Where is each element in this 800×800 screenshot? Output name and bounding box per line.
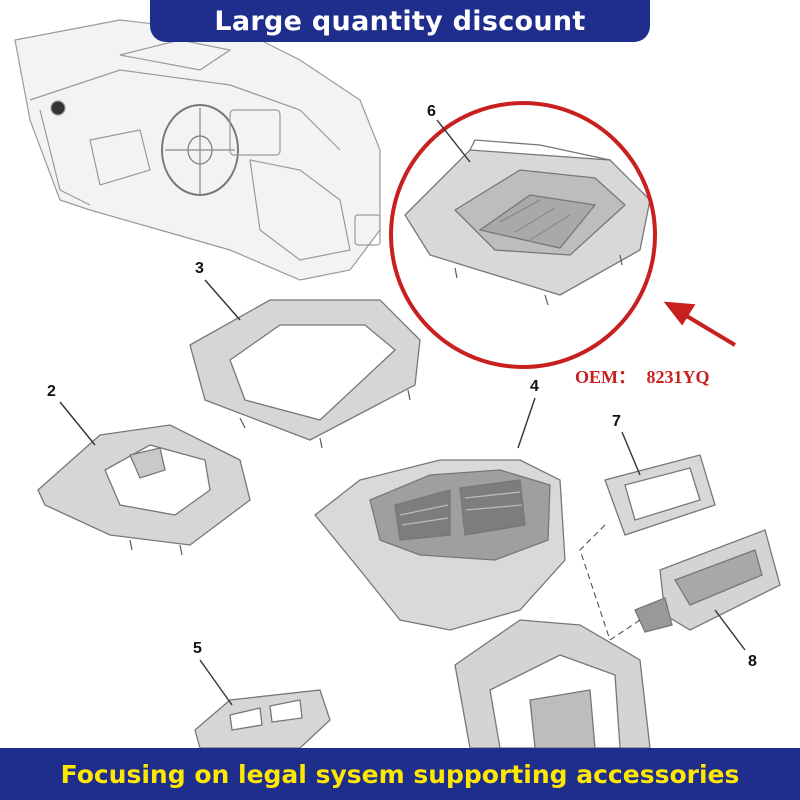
lower-console-frame (454, 619, 651, 749)
part-2-console-trim (37, 424, 251, 556)
part-8-tray (634, 529, 781, 633)
callout-7: 7 (612, 413, 621, 430)
oem-label: OEM： 8231YQ (575, 363, 710, 389)
assembly-guide-lines (579, 524, 641, 641)
callout-6: 6 (427, 103, 436, 120)
dashboard-illustration (14, 19, 381, 281)
callout-2: 2 (47, 383, 56, 400)
pointer-arrow (663, 301, 737, 347)
bottom-banner: Focusing on legal sysem supporting acces… (0, 748, 800, 800)
part-4-vent-panel (314, 459, 566, 631)
top-banner: Large quantity discount (150, 0, 650, 42)
callout-8: 8 (748, 653, 757, 670)
part-6-storage-tray (404, 139, 651, 306)
highlight-circle (389, 101, 657, 369)
part-7-small-bezel (604, 454, 716, 536)
oem-prefix: OEM： (575, 367, 636, 387)
callout-3: 3 (195, 260, 204, 277)
callout-5: 5 (193, 640, 202, 657)
oem-code: 8231YQ (646, 367, 710, 387)
callout-4: 4 (530, 378, 539, 395)
leader-lines (59, 119, 746, 706)
part-5-switch-panel (194, 689, 331, 749)
part-3-bezel-frame (189, 299, 421, 449)
